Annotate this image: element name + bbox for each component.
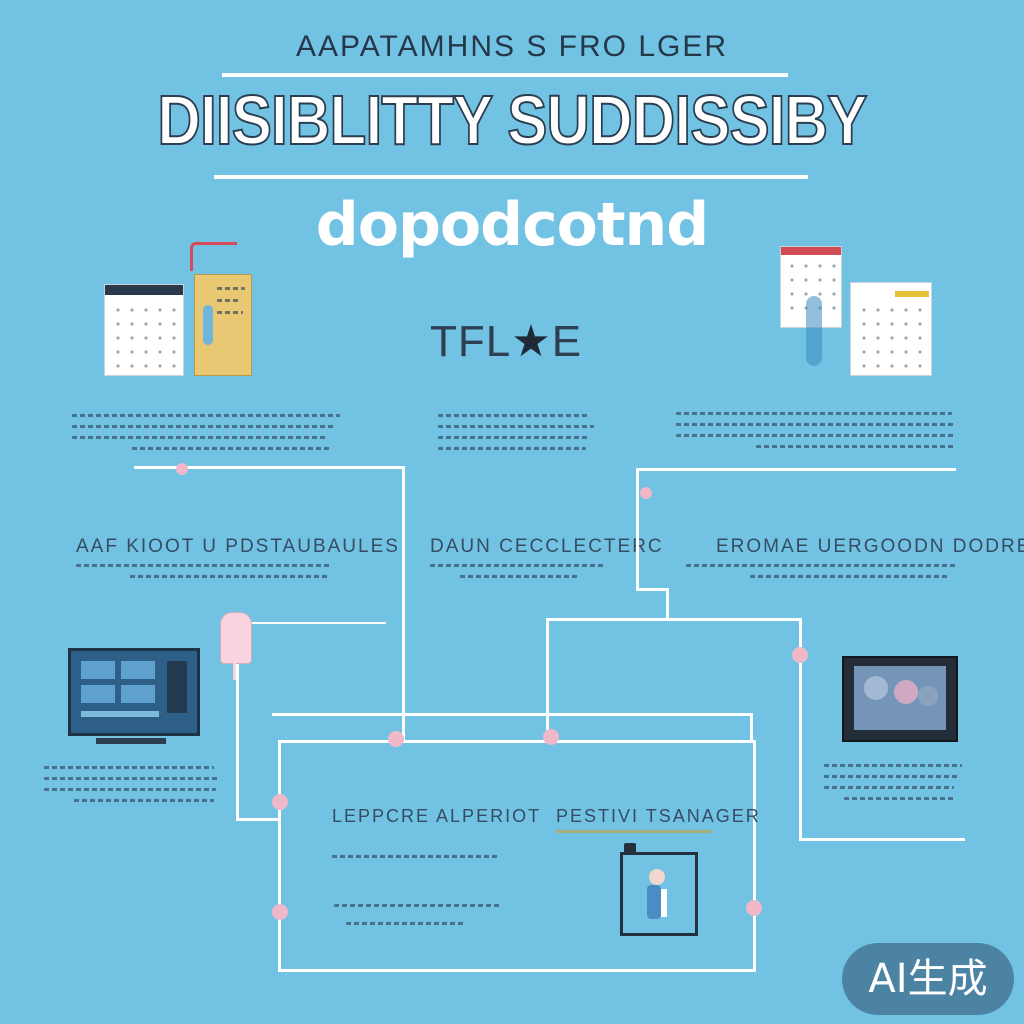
hand-icon-stem	[233, 660, 236, 680]
left-column-heading: AAF KIOOT U PDSTAUBAULES	[76, 536, 400, 557]
connector-inner-top	[272, 713, 752, 716]
center-label-suffix: E	[551, 317, 583, 366]
right-heading-caption-2	[750, 575, 950, 578]
panel-left-line-2	[334, 904, 500, 907]
connector-node	[388, 731, 404, 747]
connector-top-left	[134, 466, 404, 469]
connector-left-foot	[236, 818, 280, 821]
connector-node	[543, 729, 559, 745]
connector-node	[176, 463, 188, 475]
panel-right-heading: PESTIVI TSANAGER	[556, 806, 761, 826]
monitor-stand	[96, 738, 166, 744]
document-icon-2	[850, 282, 932, 376]
connector-node	[746, 900, 762, 916]
main-panel	[278, 740, 756, 972]
text-block-right	[676, 412, 958, 448]
hand-icon	[220, 612, 252, 664]
figure-card-tab	[624, 843, 636, 855]
main-title: DIISIBLITTY SUDDISSIBY	[157, 80, 869, 160]
notepad-scribble	[190, 242, 237, 271]
supertitle: AAPATAMHNS S FRO LGER	[295, 30, 729, 63]
left-heading-caption-2	[130, 575, 330, 578]
connector-inner-right	[750, 713, 753, 743]
figure-card-icon	[620, 852, 698, 936]
text-block-bottom-left	[44, 766, 220, 802]
monitor-icon	[68, 648, 200, 736]
connector-top-right	[636, 468, 956, 471]
title-rule-bottom	[214, 175, 808, 179]
connector-mid-horizontal	[546, 618, 802, 621]
panel-left-heading: LEPPCRE ALPERIOT	[332, 806, 542, 826]
left-heading-caption	[76, 564, 330, 567]
ai-generated-badge: AI生成	[842, 943, 1014, 1015]
text-block-bottom-right	[824, 764, 964, 800]
connector-right-vertical-b	[666, 588, 669, 620]
connector-right-horizontal-a	[636, 588, 668, 591]
document-drip	[806, 296, 822, 366]
connector-left-stub	[236, 622, 386, 624]
center-label-text: TFL	[430, 317, 512, 366]
connector-left-drop	[236, 622, 239, 820]
right-heading-caption	[686, 564, 956, 567]
panel-left-line-3	[346, 922, 466, 925]
connector-node	[272, 904, 288, 920]
connector-node	[792, 647, 808, 663]
connector-right-vertical-a	[636, 468, 639, 590]
middle-heading-caption-2	[460, 575, 580, 578]
tablet-icon	[842, 656, 958, 742]
connector-node	[640, 487, 652, 499]
text-block-middle	[438, 414, 598, 450]
connector-left-vertical	[402, 466, 405, 742]
connector-right-bottom	[799, 838, 965, 841]
text-block-left	[72, 414, 342, 450]
star-icon: ★	[511, 317, 552, 366]
panel-left-line-1	[332, 855, 498, 858]
middle-column-heading: DAUN CECCLECTERC	[430, 536, 664, 557]
center-label: TFL★E	[430, 316, 582, 367]
notepad-icon	[194, 274, 252, 376]
middle-heading-caption	[430, 564, 606, 567]
connector-mid-vertical	[546, 618, 549, 740]
connector-node	[272, 794, 288, 810]
panel-right-underline	[556, 830, 712, 833]
right-column-heading: EROMAE UERGOODN DODRE	[716, 536, 1024, 557]
subtitle: dopodcotnd	[315, 190, 709, 260]
calendar-icon	[104, 284, 184, 376]
title-rule-top	[222, 73, 788, 77]
connector-right-drop	[799, 618, 802, 840]
